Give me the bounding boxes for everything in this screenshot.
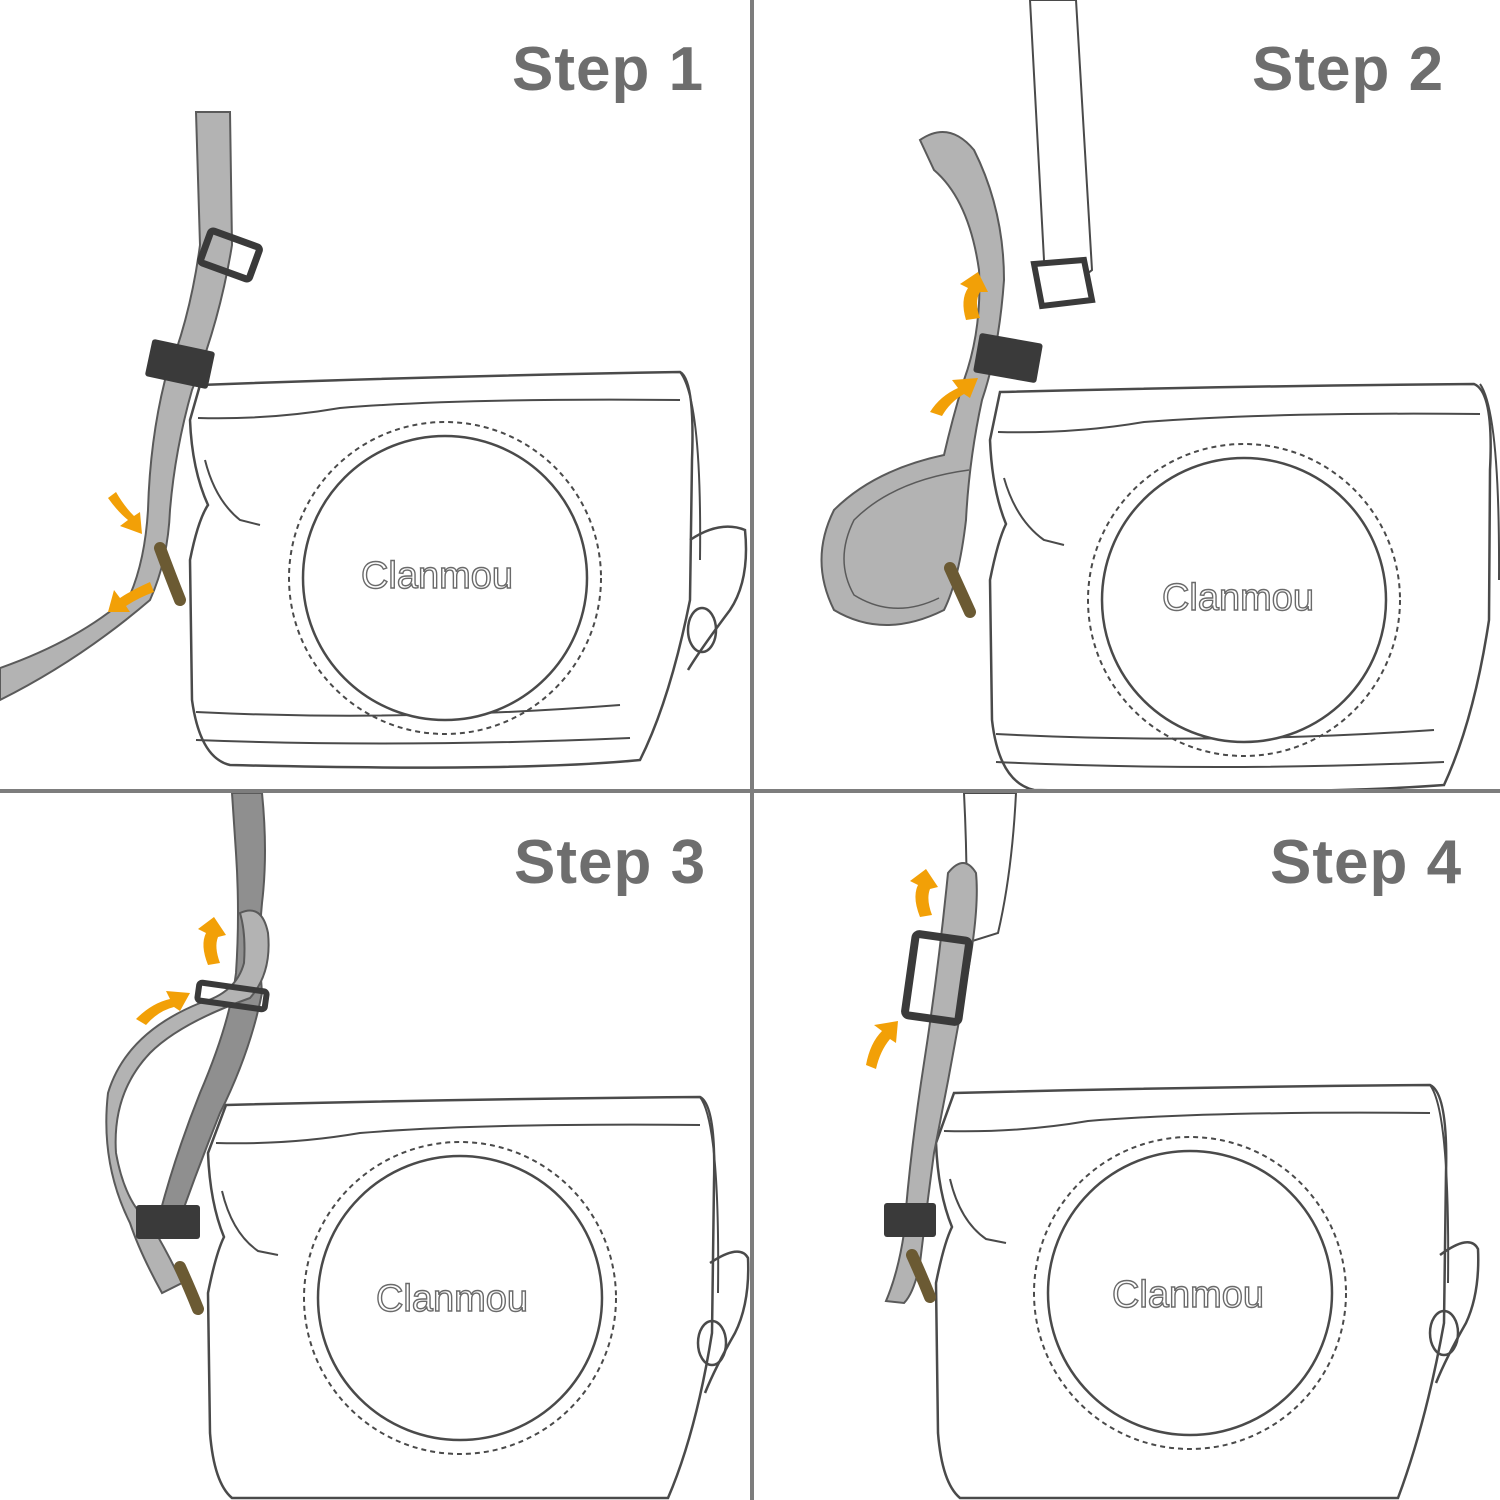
step-1-illustration: Clanmou (0, 111, 748, 769)
buckle-icon (145, 227, 263, 389)
buckle-icon (136, 979, 270, 1239)
curved-arrow-icon (866, 869, 938, 1069)
lens-cap: Clanmou (288, 421, 602, 735)
step-2-illustration: Clanmou (820, 0, 1500, 789)
curved-arrow-icon (108, 492, 154, 612)
buckle-icon (884, 930, 973, 1237)
brand-logo: Clanmou (1112, 1274, 1264, 1316)
horizontal-divider (0, 789, 1500, 793)
adjustment-strap (820, 131, 1006, 626)
step-2-title: Step 2 (1252, 35, 1445, 104)
brand-logo: Clanmou (1162, 577, 1314, 619)
brand-logo: Clanmou (361, 555, 513, 597)
vertical-divider (750, 0, 754, 1500)
strap-ring-icon (174, 1261, 204, 1315)
lens-cap: Clanmou (303, 1141, 617, 1455)
strap-ring-icon (906, 1249, 936, 1303)
shoulder-strap (0, 111, 234, 702)
lens-cap: Clanmou (1087, 443, 1401, 757)
step-1-panel: Step 1 Clanmou (0, 0, 750, 789)
buckle-icon (973, 333, 1043, 383)
strap-ring-icon (944, 562, 976, 618)
step-4-title: Step 4 (1270, 828, 1463, 897)
shoulder-strap (1028, 0, 1096, 310)
step-2-panel: Step 2 Clanmou (754, 0, 1500, 789)
lens-cap: Clanmou (1033, 1136, 1347, 1450)
step-4-panel: Step 4 Clanmou (754, 793, 1500, 1500)
curved-arrow-icon (930, 272, 988, 416)
step-1-title: Step 1 (512, 35, 705, 104)
curved-arrow-icon (136, 917, 226, 1025)
brand-logo: Clanmou (376, 1278, 528, 1320)
step-3-panel: Step 3 Clanmou (0, 793, 750, 1500)
step-4-illustration: Clanmou (866, 793, 1480, 1500)
step-3-illustration: Clanmou (105, 793, 750, 1500)
step-3-title: Step 3 (514, 828, 707, 897)
strap-ring-icon (154, 542, 186, 606)
